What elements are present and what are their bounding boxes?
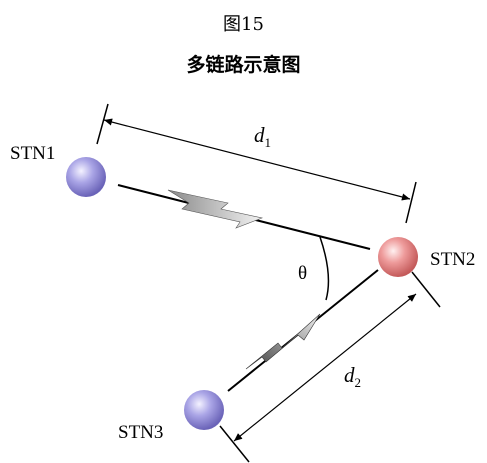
d2-tick-top — [411, 271, 441, 308]
figure-number: 图15 — [223, 14, 264, 35]
lightning-bolt-icon-1 — [167, 189, 264, 229]
angle-label: θ — [298, 263, 307, 284]
d2-tick-bottom — [219, 425, 250, 463]
d1-tick-right — [405, 181, 417, 224]
station-stn3-label: STN3 — [118, 422, 163, 443]
d1-dimension-arrow — [103, 118, 411, 201]
d1-tick-left — [96, 103, 109, 145]
angle-arc — [319, 236, 330, 301]
station-stn1-label: STN1 — [10, 143, 55, 164]
lightning-bolt-icon-2 — [245, 313, 321, 370]
figure-title: 多链路示意图 — [186, 54, 301, 76]
station-stn3-node — [184, 390, 224, 430]
station-stn2-label: STN2 — [430, 249, 475, 270]
d2-dimension-arrow — [233, 293, 417, 442]
d1-label: d1 — [254, 123, 271, 150]
station-stn2-node — [378, 237, 418, 277]
station-stn1-node — [66, 157, 106, 197]
d2-label: d2 — [344, 363, 361, 390]
